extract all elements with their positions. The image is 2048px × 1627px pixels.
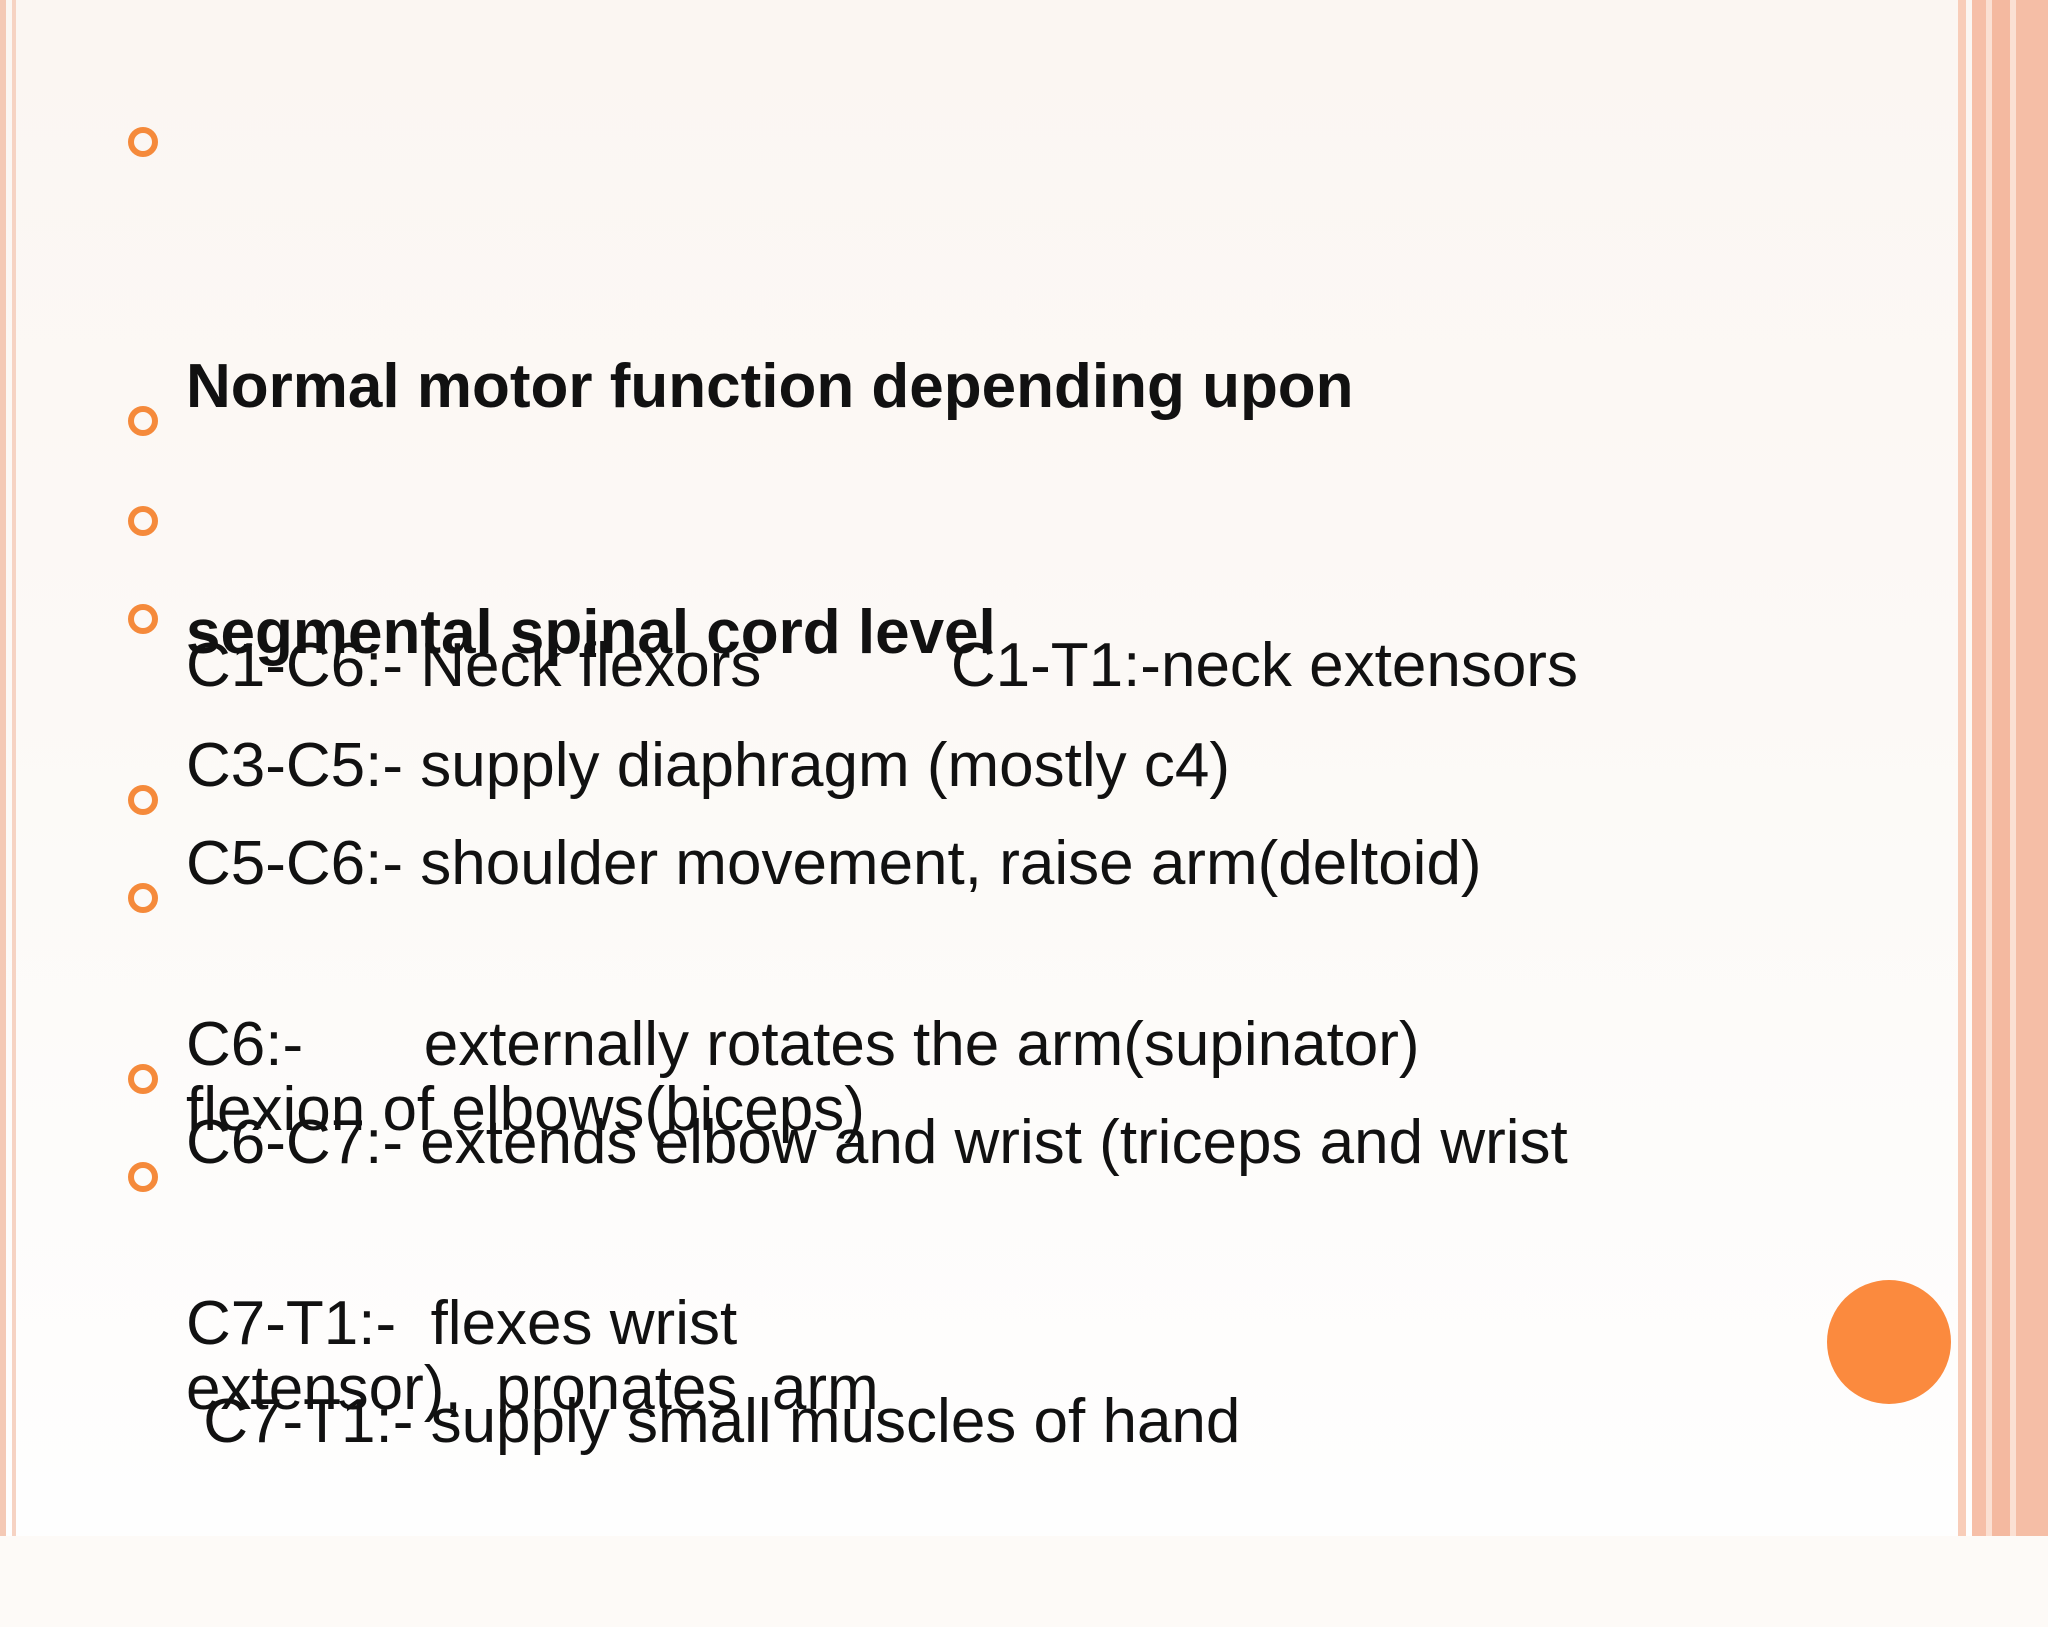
- decorative-orange-circle: [1827, 1280, 1951, 1404]
- bullet-circle-icon: [128, 883, 158, 913]
- list-item-text: C7-T1:- flexes wrist: [186, 1289, 738, 1358]
- right-border-stripe: [1992, 0, 2010, 1536]
- list-item: C1-C6:- Neck flexors C1-T1:-neck extenso…: [128, 379, 1786, 871]
- list-item: C7-T1:- supply small muscles of hand: [128, 1135, 1786, 1627]
- list-item-text: C3-C5:- supply diaphragm (mostly c4): [186, 731, 1231, 800]
- right-border-stripe: [1972, 0, 1986, 1536]
- bullet-list: Normal motor function depending upon seg…: [128, 100, 1786, 1456]
- right-border-stripe: [2016, 0, 2048, 1536]
- right-border-stripe: [1986, 0, 1992, 1536]
- bullet-circle-icon: [128, 127, 158, 157]
- list-item-text: C7-T1:- supply small muscles of hand: [186, 1387, 1241, 1456]
- list-item-text-continued: extensor), pronates arm: [186, 1354, 879, 1423]
- list-item: C6:- externally rotates the arm(supinato…: [128, 758, 1786, 1250]
- bullet-circle-icon: [128, 604, 158, 634]
- bullet-circle-icon: [128, 785, 158, 815]
- bullet-circle-icon: [128, 1162, 158, 1192]
- left-border-line: [0, 0, 6, 1536]
- list-item: C7-T1:- flexes wrist: [128, 1037, 1786, 1529]
- list-item-text: C6-C7:- extends elbow and wrist (triceps…: [186, 1108, 1568, 1177]
- list-item: C5-C6:- shoulder movement, raise arm(del…: [128, 577, 1786, 1315]
- heading-line-1: Normal motor function depending upon: [186, 352, 1354, 421]
- list-item-text-continued: flexion of elbows(biceps): [186, 1075, 865, 1144]
- slide-heading: Normal motor function depending upon seg…: [128, 100, 1786, 838]
- list-item: C3-C5:- supply diaphragm (mostly c4): [128, 479, 1786, 971]
- right-border-stripe: [2010, 0, 2016, 1536]
- list-item: C6-C7:- extends elbow and wrist (triceps…: [128, 856, 1786, 1594]
- bullet-circle-icon: [128, 506, 158, 536]
- list-item-text: C5-C6:- shoulder movement, raise arm(del…: [186, 829, 1482, 898]
- list-item-text: C1-C6:- Neck flexors C1-T1:-neck extenso…: [186, 631, 1578, 700]
- left-border-line-inner: [12, 0, 16, 1536]
- list-item-text: C6:- externally rotates the arm(supinato…: [186, 1010, 1420, 1079]
- bullet-circle-icon: [128, 1064, 158, 1094]
- right-border-stripe: [1958, 0, 1966, 1536]
- bullet-circle-icon: [128, 406, 158, 436]
- heading-line-2: segmental spinal cord level: [186, 598, 996, 667]
- slide: Normal motor function depending upon seg…: [0, 0, 2048, 1536]
